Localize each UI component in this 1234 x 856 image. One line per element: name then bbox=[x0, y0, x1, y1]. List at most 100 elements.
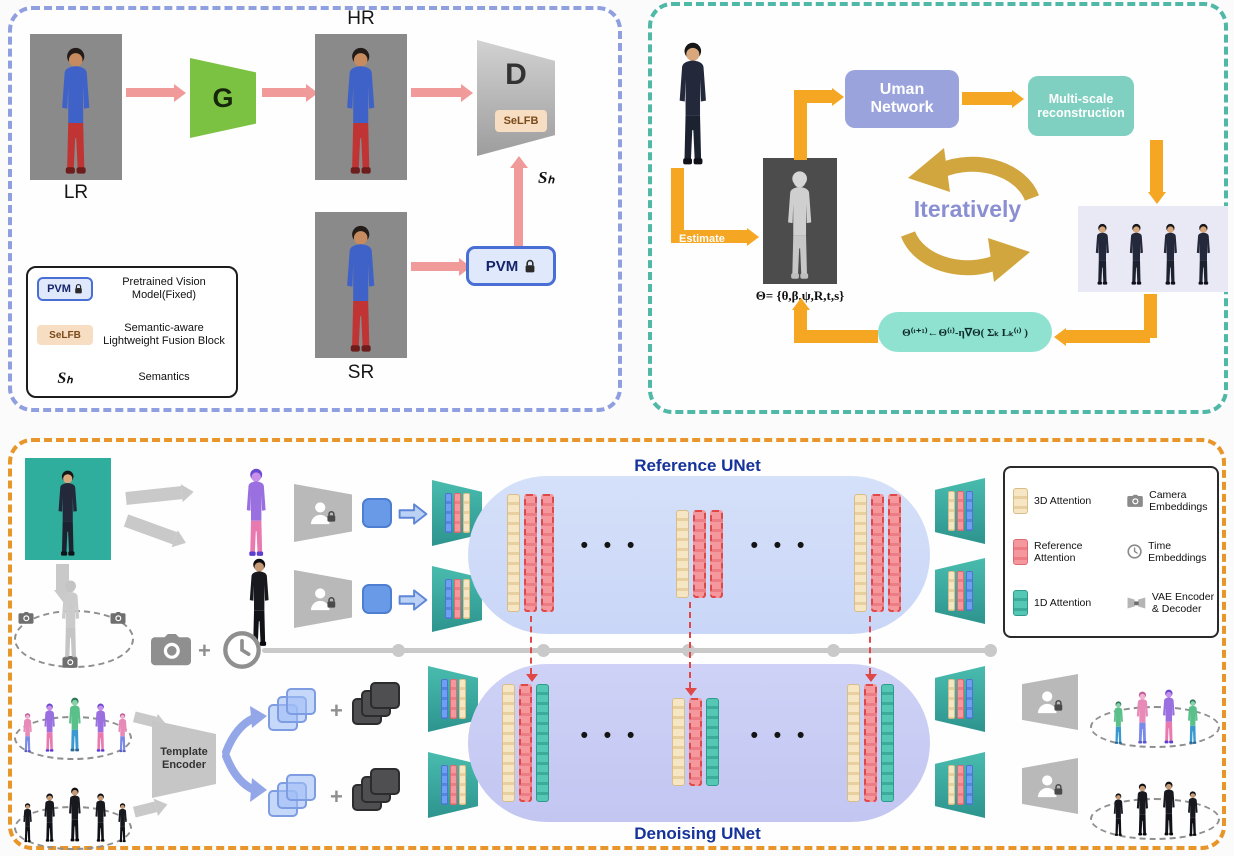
multiview-person bbox=[1157, 222, 1184, 288]
time-embedding-icon bbox=[222, 630, 262, 670]
output-normal-views bbox=[1086, 664, 1226, 746]
estimate-label: Estimate bbox=[679, 233, 725, 245]
encoder-feature-bars bbox=[444, 493, 471, 533]
reference-decoder-bottom bbox=[935, 558, 985, 624]
reference-feature-stack-left bbox=[505, 494, 556, 612]
frozen-vae-decoder-bottom bbox=[1022, 758, 1078, 814]
arrow-to-update-rule bbox=[1066, 330, 1150, 343]
embedding-token-bottom bbox=[362, 584, 392, 614]
iteratively-cycle-icon bbox=[900, 148, 1040, 282]
input-person-illustration bbox=[666, 39, 720, 170]
arrow-lr-to-generator bbox=[126, 88, 174, 97]
person-lock-icon bbox=[308, 586, 338, 612]
3d-attention-label: 3D Attention bbox=[1034, 494, 1092, 507]
lr-person-illustration bbox=[48, 44, 103, 180]
camera-icon bbox=[1127, 492, 1143, 510]
smpl-mesh-image bbox=[763, 158, 837, 284]
reference-person-image bbox=[25, 458, 111, 560]
legend-1d-attention: 1D Attention bbox=[1013, 590, 1125, 617]
output-normal-ellipse bbox=[1090, 706, 1220, 748]
vae-label: VAE Encoder & Decoder bbox=[1151, 591, 1215, 616]
arrow-update-left bbox=[794, 330, 878, 343]
normal-view-person bbox=[19, 712, 36, 754]
reference-injection-arrow-left bbox=[526, 616, 538, 682]
denoising-feature-stack-right bbox=[845, 684, 896, 802]
legend-vae: VAE Encoder & Decoder bbox=[1127, 591, 1215, 615]
frozen-vae-decoder-top bbox=[1022, 674, 1078, 730]
timeline-dot bbox=[392, 644, 405, 657]
reference-attention-swatch bbox=[1013, 538, 1028, 565]
silhouette-person bbox=[240, 556, 278, 650]
dark-view-person bbox=[114, 802, 131, 844]
output-normal-person bbox=[1183, 698, 1203, 746]
ellipsis: • • • bbox=[580, 534, 640, 557]
generator-block: G bbox=[190, 58, 256, 138]
hollow-arrow-icon bbox=[398, 502, 428, 526]
legend-pvm-term: PVM bbox=[47, 283, 71, 296]
dark-view-person bbox=[90, 792, 111, 844]
template-encoder-label: Template Encoder bbox=[160, 745, 208, 771]
timeline-dot bbox=[537, 644, 550, 657]
dark-view-person bbox=[39, 792, 60, 844]
encoder-feature-bars bbox=[444, 579, 471, 619]
normal-map-person bbox=[237, 466, 275, 560]
frozen-image-encoder-top bbox=[294, 484, 352, 542]
hr-person-illustration bbox=[333, 44, 388, 180]
conditioning-timeline bbox=[262, 648, 992, 653]
output-normal-person bbox=[1131, 690, 1154, 746]
generator-label: G bbox=[212, 82, 234, 113]
person-lock-icon bbox=[1035, 773, 1065, 799]
lock-icon bbox=[74, 283, 83, 295]
arrow-to-multiview bbox=[1150, 140, 1163, 192]
denoising-feature-stack-middle bbox=[670, 698, 721, 786]
encoder-feature-bars bbox=[440, 765, 467, 805]
lock-icon bbox=[524, 259, 536, 274]
output-normal-person bbox=[1109, 700, 1128, 746]
decoder-feature-bars bbox=[947, 571, 974, 611]
arrow-estimate-vertical bbox=[671, 168, 684, 232]
reference-injection-arrow-middle bbox=[685, 602, 697, 696]
legend-selfb-desc: Semantic-aware Lightweight Fusion Block bbox=[103, 322, 225, 348]
normal-view-person bbox=[39, 702, 60, 754]
output-dark-person bbox=[1131, 782, 1154, 838]
hr-label: HR bbox=[347, 8, 375, 29]
silhouette-person-image bbox=[236, 554, 282, 650]
template-normal-views bbox=[10, 676, 140, 754]
discriminator-label: D bbox=[505, 58, 527, 91]
lr-label: LR bbox=[63, 182, 89, 203]
denoising-encoder-top bbox=[428, 666, 478, 732]
template-encoder-block: Template Encoder bbox=[152, 720, 216, 798]
rig-camera-icon bbox=[18, 612, 34, 624]
1d-attention-swatch bbox=[1013, 590, 1028, 617]
sr-person-illustration bbox=[333, 222, 388, 358]
encoder-feature-bars bbox=[440, 679, 467, 719]
sr-label: SR bbox=[347, 362, 375, 383]
output-dark-person bbox=[1183, 790, 1203, 838]
denoising-decoder-bottom bbox=[935, 752, 985, 818]
lr-image bbox=[30, 34, 122, 180]
rig-camera-icon bbox=[110, 612, 126, 624]
reference-attention-label: Reference Attention bbox=[1034, 539, 1083, 564]
legend-semantics-desc: Semantics bbox=[138, 371, 190, 384]
legend-time-embeddings: Time Embeddings bbox=[1127, 540, 1215, 564]
legend-row-selfb: SeLFB Semantic-aware Lightweight Fusion … bbox=[37, 322, 227, 348]
noise-latent-stack-top bbox=[352, 682, 410, 728]
3d-attention-swatch bbox=[1013, 487, 1028, 514]
normal-view-person bbox=[90, 702, 111, 754]
multiscale-reconstruction-box: Multi-scale reconstruction bbox=[1028, 76, 1134, 136]
person-lock-icon bbox=[308, 500, 338, 526]
multiview-person bbox=[1190, 222, 1217, 288]
time-embeddings-label: Time Embeddings bbox=[1148, 539, 1207, 564]
plus-sign: + bbox=[198, 638, 211, 663]
mesh-person-illustration bbox=[776, 168, 823, 284]
hr-image bbox=[315, 34, 407, 180]
legend-reference-attention: Reference Attention bbox=[1013, 538, 1125, 565]
sr-legend: PVM Pretrained Vision Model(Fixed) SeLFB… bbox=[26, 266, 238, 398]
legend-row-pvm: PVM Pretrained Vision Model(Fixed) bbox=[37, 276, 227, 302]
output-dark-views bbox=[1086, 756, 1226, 838]
legend-pvm-chip: PVM bbox=[37, 277, 93, 302]
arrow-mesh-up bbox=[794, 90, 807, 160]
person-lock-icon bbox=[1035, 689, 1065, 715]
semantics-symbol: Sₕ bbox=[538, 168, 555, 187]
legend-3d-attention: 3D Attention bbox=[1013, 487, 1125, 514]
